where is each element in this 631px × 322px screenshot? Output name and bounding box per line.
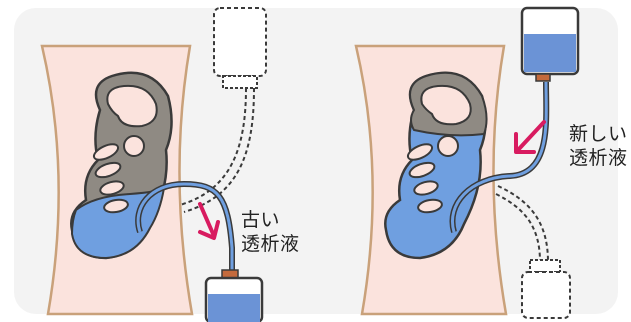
inactive-tube-right [497, 185, 549, 263]
label-new-line-1: 新しい [569, 123, 628, 145]
label-old-dialysate: 古い 透析液 [241, 208, 300, 256]
label-old-line-1: 古い [241, 209, 281, 231]
label-new-line-2: 透析液 [569, 147, 628, 169]
empty-bag-bottom-right [521, 259, 571, 319]
panel-drain [40, 7, 267, 322]
empty-bag-top-left [213, 7, 267, 89]
label-new-dialysate: 新しい 透析液 [569, 122, 628, 170]
label-old-line-2: 透析液 [241, 233, 300, 255]
drain-bag-bottom [204, 269, 264, 322]
fill-bag-top [520, 6, 580, 82]
flow-arrow-down [198, 202, 220, 240]
panel-fill [354, 6, 580, 319]
inactive-tube-left [179, 87, 247, 206]
flow-arrow-in [514, 120, 546, 154]
